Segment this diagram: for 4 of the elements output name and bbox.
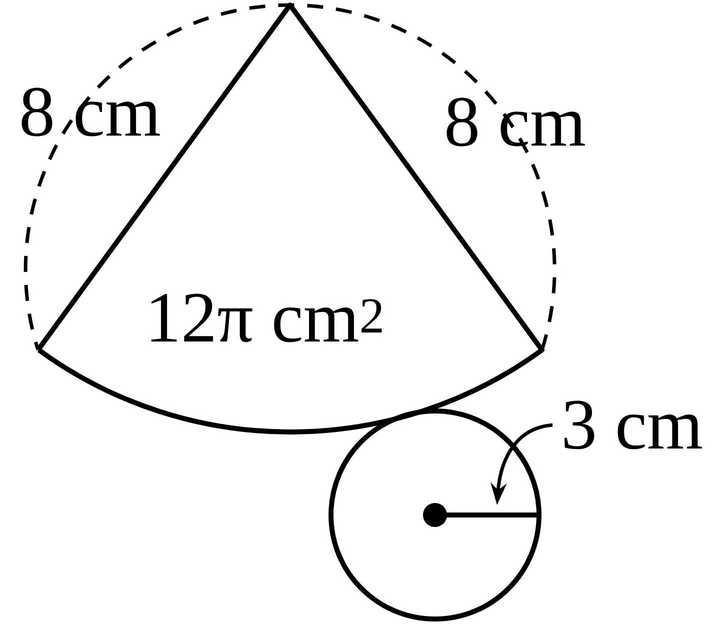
side-length-label: 8 cm bbox=[446, 98, 585, 146]
side-length-label: 8 cm bbox=[22, 88, 160, 136]
measurement-label: 3 cm bbox=[564, 400, 702, 450]
area-label: 12π cm$^{2}$ bbox=[151, 294, 382, 342]
